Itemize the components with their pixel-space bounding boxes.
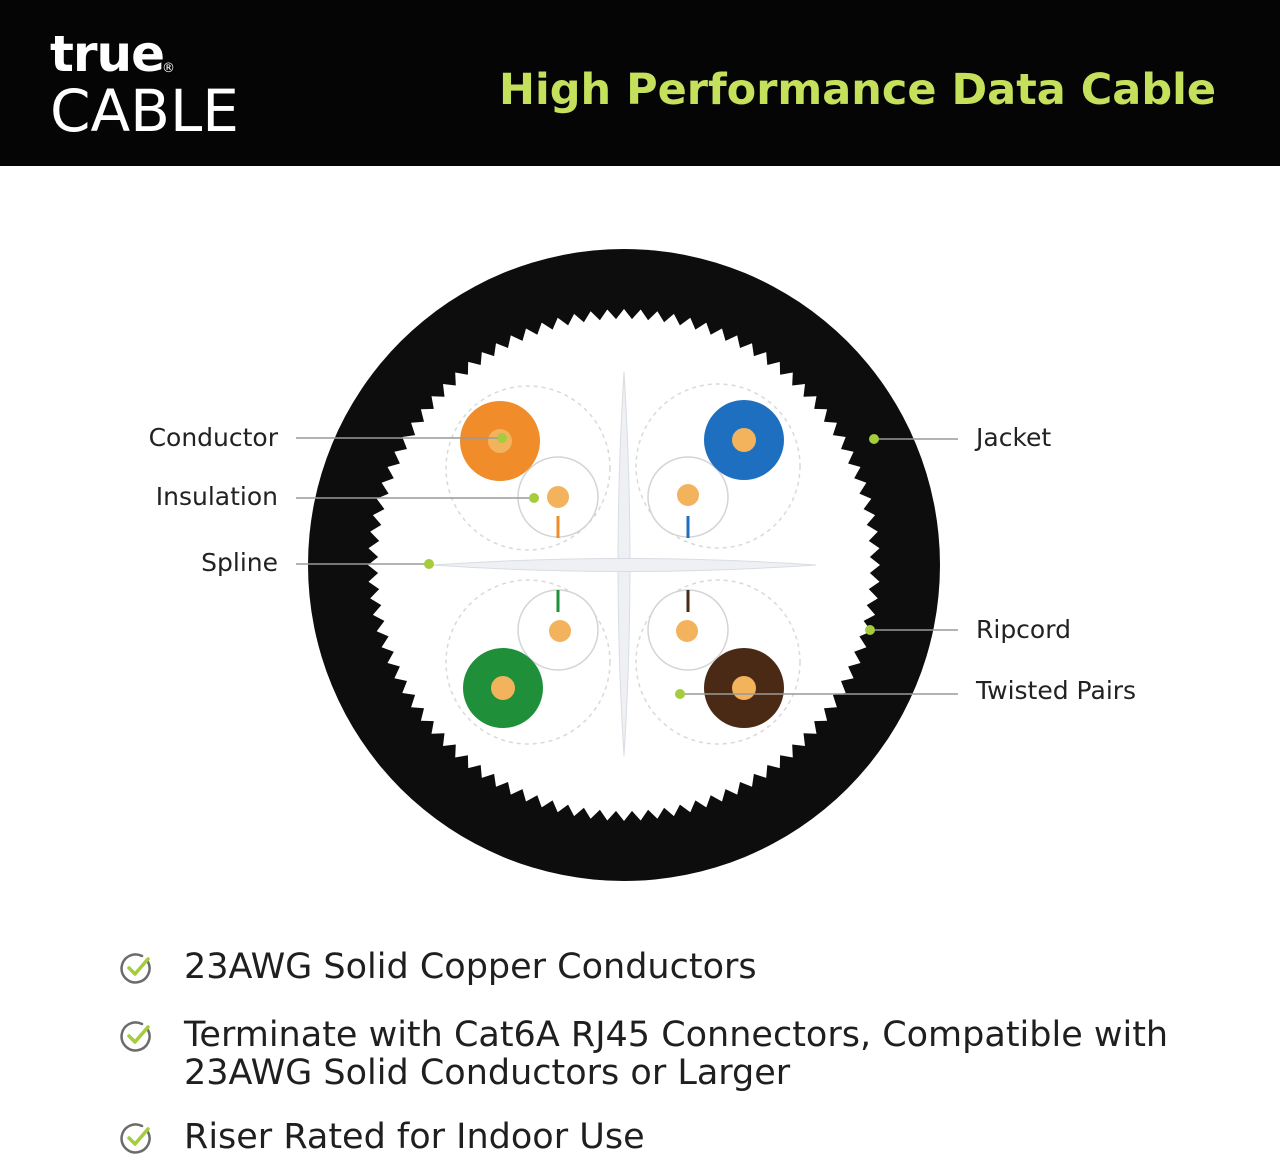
guide-ring-top-left bbox=[445, 385, 611, 551]
check-circle-icon bbox=[120, 953, 151, 984]
header-bar: true ® CABLE High Performance Data Cable bbox=[0, 0, 1280, 166]
check-circle-icon bbox=[120, 1021, 151, 1052]
callout-insulation: Insulation bbox=[155, 482, 278, 511]
callout-spline: Spline bbox=[201, 548, 278, 577]
page-headline: High Performance Data Cable bbox=[499, 65, 1216, 115]
callout-leaders bbox=[296, 437, 958, 695]
callout-conductor: Conductor bbox=[148, 423, 278, 452]
brand-logo-true: true bbox=[50, 25, 165, 83]
check-circle-icon bbox=[120, 1123, 151, 1154]
feature-item: Terminate with Cat6A RJ45 Connectors, Co… bbox=[118, 1016, 1218, 1096]
brand-logo-cable: CABLE bbox=[50, 77, 239, 145]
pair-guide-rings bbox=[445, 383, 801, 745]
callout-twisted-pairs: Twisted Pairs bbox=[976, 676, 1137, 705]
cable-cross-section-diagram: Conductor Insulation Spline Jacket Ripco… bbox=[0, 166, 1280, 926]
guide-ring-bottom-right bbox=[635, 579, 801, 745]
guide-ring-bottom-left bbox=[445, 579, 611, 745]
callout-ripcord: Ripcord bbox=[976, 615, 1071, 644]
feature-text: Riser Rated for Indoor Use bbox=[184, 1117, 645, 1157]
spline-cross bbox=[431, 371, 817, 757]
feature-text: 23AWG Solid Copper Conductors bbox=[184, 947, 757, 987]
cable-diagram-svg bbox=[296, 249, 958, 881]
feature-item: 23AWG Solid Copper Conductors bbox=[118, 948, 1218, 992]
callout-dots bbox=[424, 433, 879, 699]
callout-jacket: Jacket bbox=[976, 423, 1052, 452]
feature-list: 23AWG Solid Copper Conductors Terminate … bbox=[0, 930, 1280, 1160]
guide-ring-top-right bbox=[635, 383, 801, 549]
feature-item: Riser Rated for Indoor Use bbox=[118, 1118, 1218, 1160]
small-conductors bbox=[547, 484, 699, 642]
feature-text: Terminate with Cat6A RJ45 Connectors, Co… bbox=[184, 1015, 1169, 1093]
brand-registered-mark: ® bbox=[162, 61, 175, 76]
